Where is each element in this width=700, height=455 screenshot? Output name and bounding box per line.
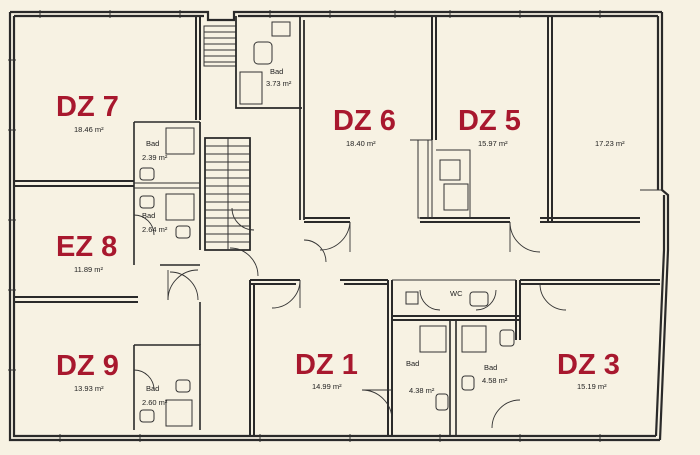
bath-area-dz3: 4.58 m² [482, 376, 508, 385]
room-name-dz5: DZ 5 [458, 105, 521, 137]
fixtures [139, 21, 515, 427]
bath-area-dz7: 2.39 m² [142, 153, 168, 162]
room-labels: DZ 7 18.46 m² DZ 6 18.40 m² DZ 5 15.97 m… [56, 91, 625, 393]
bath-area-dz9: 2.60 m² [142, 398, 168, 407]
bath-labels: Bad 3.73 m² Bad 2.39 m² Bad 2.64 m² Bad … [142, 67, 508, 407]
bath-area-top: 3.73 m² [266, 79, 292, 88]
bath-name-dz7: Bad [146, 139, 159, 148]
room-area-dz9: 13.93 m² [74, 384, 104, 393]
room-name-dz3: DZ 3 [557, 349, 620, 381]
bath-name-top: Bad [270, 67, 283, 76]
room-area-dz1: 14.99 m² [312, 382, 342, 391]
bath-name-ez8: Bad [142, 211, 155, 220]
room-name-ez8: EZ 8 [56, 231, 117, 263]
door-swings [133, 189, 662, 429]
room-area-ez8: 11.89 m² [74, 265, 104, 274]
interior-walls [14, 16, 660, 436]
bath-name-dz9: Bad [146, 384, 159, 393]
bath-name-dz1: Bad [406, 359, 419, 368]
room-area-r4: 17.23 m² [595, 139, 625, 148]
bath-area-ez8: 2.64 m² [142, 225, 168, 234]
bath-name-dz3: Bad [484, 363, 497, 372]
bath-area-dz1: 4.38 m² [409, 386, 435, 395]
room-name-dz6: DZ 6 [333, 105, 396, 137]
wc-label: WC [450, 289, 463, 298]
room-name-dz1: DZ 1 [295, 349, 358, 381]
room-area-dz5: 15.97 m² [478, 139, 508, 148]
room-name-dz9: DZ 9 [56, 350, 119, 382]
room-area-dz3: 15.19 m² [577, 382, 607, 391]
room-area-dz7: 18.46 m² [74, 125, 104, 134]
outer-walls [8, 10, 670, 442]
room-area-dz6: 18.40 m² [346, 139, 376, 148]
room-name-dz7: DZ 7 [56, 91, 119, 123]
